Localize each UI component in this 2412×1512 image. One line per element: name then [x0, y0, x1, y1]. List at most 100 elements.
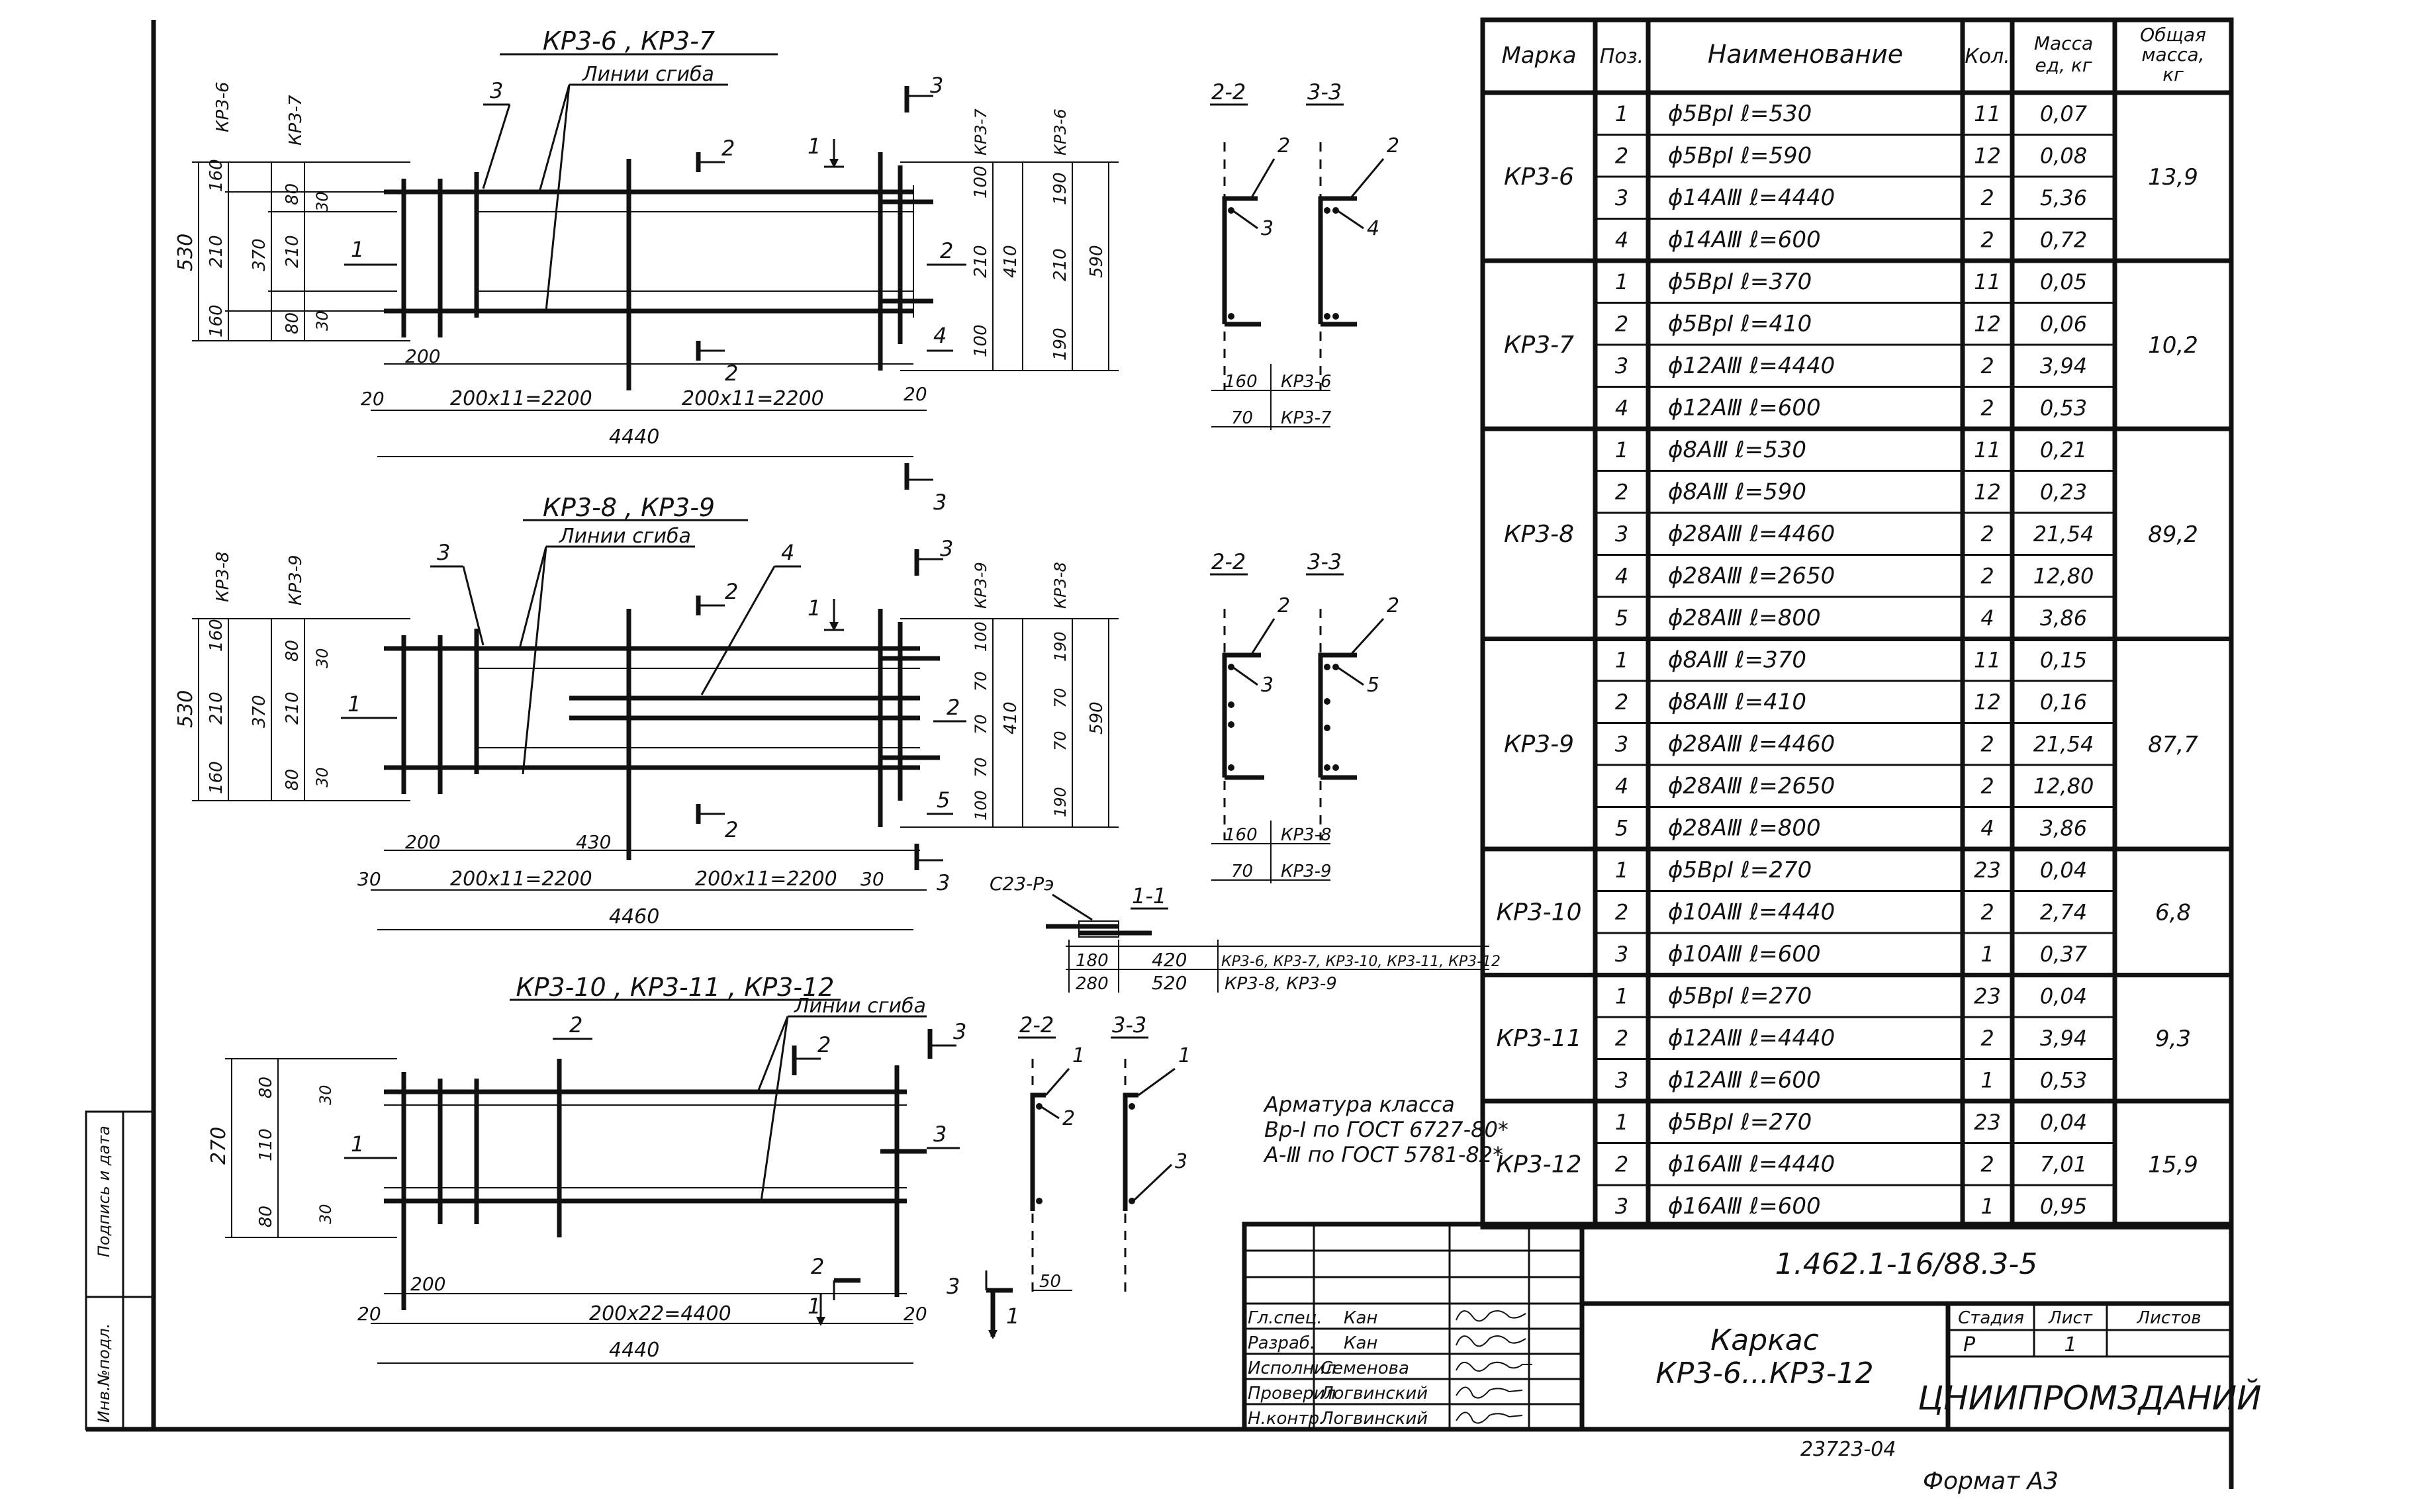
row-name: ϕ12АⅢ ℓ=4440	[1668, 353, 1835, 379]
d2-dim-r100a: 100	[972, 621, 990, 652]
sc-n2: 2	[1062, 1107, 1075, 1130]
d2-dim-4460: 4460	[609, 905, 659, 928]
row-qty: 2	[1980, 564, 1994, 589]
row-name: ϕ12АⅢ ℓ=600	[1668, 395, 1821, 422]
d3-cut3-bot: 3	[947, 1274, 960, 1299]
row-pos: 2	[1615, 1152, 1628, 1177]
row-qty: 11	[1974, 101, 2001, 126]
drawing1-title: КР3-6 , КР3-7	[543, 26, 715, 56]
d2-cut2-top: 2	[725, 579, 738, 604]
d3-dim-span: 200x22=4400	[589, 1302, 731, 1325]
row-qty: 2	[1980, 1026, 1994, 1051]
row-mass: 0,04	[2040, 858, 2087, 883]
d1-dim-r410: 410	[1001, 245, 1021, 278]
row-qty: 2	[1980, 185, 1994, 210]
d2-mark-k8: КР3-8	[213, 551, 233, 602]
row-qty: 2	[1980, 732, 1994, 757]
group-mark: КР3-10	[1497, 899, 1582, 926]
d2-dim-210b: 210	[283, 691, 302, 725]
row-mass: 0,04	[2040, 984, 2087, 1009]
d2-cut3-top: 3	[940, 536, 953, 561]
row-pos: 1	[1615, 858, 1628, 883]
row-pos: 2	[1615, 1026, 1628, 1051]
header-unit-mass: Масса	[2034, 32, 2093, 54]
row-qty: 12	[1974, 312, 2001, 337]
sa-n3: 3	[1261, 217, 1274, 240]
row-pos: 2	[1615, 312, 1628, 337]
sections: 2-2 3-3 2 3 2 4 160 70 КР3-6 КР3-7 2-2 3…	[990, 79, 1501, 1297]
row-mass: 3,94	[2040, 353, 2087, 378]
organization: ЦНИИПРОМЗДАНИЙ	[1918, 1378, 2261, 1417]
row-name: ϕ8АⅢ ℓ=590	[1668, 479, 1806, 506]
d1-dim-span2: 200x11=2200	[682, 387, 824, 410]
d1-dim-r190a: 190	[1050, 172, 1070, 205]
d1-mark-k6: КР3-6	[213, 81, 233, 132]
header-qty: Кол.	[1965, 45, 2010, 68]
row-name: ϕ8АⅢ ℓ=410	[1668, 689, 1806, 715]
sc-n1a: 1	[1072, 1044, 1085, 1067]
row-pos: 1	[1615, 984, 1628, 1009]
inventory-number: 23723-04	[1800, 1438, 1896, 1461]
drawing1-bend-label: Линии сгиба	[582, 63, 714, 86]
sc-n3: 3	[1175, 1150, 1187, 1173]
row-pos: 1	[1615, 101, 1628, 126]
sa-k7: КР3-7	[1281, 408, 1332, 428]
d3-dim-30b: 30	[316, 1204, 335, 1224]
d1-dim-20b: 20	[904, 383, 927, 405]
row-name: ϕ5ВрI ℓ=410	[1668, 311, 1812, 337]
d1-mark-r7: КР3-7	[972, 109, 990, 156]
row-pos: 2	[1615, 689, 1628, 715]
sb-n2a: 2	[1277, 594, 1290, 617]
d2-dim-r190b: 190	[1051, 787, 1070, 817]
row-mass: 2,74	[2040, 900, 2087, 925]
row-name: ϕ28АⅢ ℓ=2650	[1668, 563, 1835, 590]
row-name: ϕ14АⅢ ℓ=4440	[1668, 185, 1835, 211]
d3-dim-270: 270	[207, 1127, 230, 1165]
sb-n5: 5	[1367, 674, 1379, 697]
row-name: ϕ8АⅢ ℓ=370	[1668, 647, 1806, 674]
row-mass: 5,36	[2040, 185, 2087, 210]
sc-n1b: 1	[1178, 1044, 1191, 1067]
sb-33: 3-3	[1307, 549, 1342, 574]
row-name: ϕ16АⅢ ℓ=600	[1668, 1193, 1821, 1220]
row-qty: 23	[1974, 1110, 2001, 1135]
name-1: Кан	[1344, 1308, 1377, 1328]
row-name: ϕ10АⅢ ℓ=4440	[1668, 899, 1835, 926]
d3-dim-80a: 80	[256, 1077, 276, 1098]
d2-dim-30l: 30	[357, 868, 381, 890]
d3-dim-30a: 30	[316, 1085, 335, 1105]
row-qty: 2	[1980, 900, 1994, 925]
group-mark: КР3-7	[1504, 332, 1574, 359]
row-pos: 3	[1615, 1194, 1628, 1219]
sheet-value: 1	[2064, 1333, 2076, 1356]
header-pos: Поз.	[1600, 45, 1644, 68]
header-total-mass-2: кг	[2162, 64, 2184, 85]
left-strip: Подпись и дата Инв.№подл.	[85, 1110, 155, 1431]
row-mass: 21,54	[2033, 732, 2094, 757]
group-mark: КР3-9	[1504, 731, 1574, 758]
title-block: Гл.спец. Кан Разраб. Кан Исполнил Семено…	[1242, 1222, 2262, 1432]
d2-dim-span2: 200x11=2200	[695, 867, 837, 891]
sa-160: 160	[1225, 372, 1258, 392]
row-mass: 0,37	[2040, 942, 2088, 967]
d2-dim-r190a: 190	[1051, 631, 1070, 662]
d2-dim-r70e: 70	[1051, 731, 1070, 751]
name-2: Кан	[1344, 1333, 1377, 1353]
row-pos: 1	[1615, 1110, 1628, 1135]
d2-dim-210: 210	[207, 691, 226, 725]
strip-inventory-label: Инв.№подл.	[95, 1323, 113, 1423]
role-4: Проверил	[1248, 1384, 1336, 1403]
d1-mark-r6: КР3-6	[1051, 109, 1070, 156]
row-mass: 0,23	[2040, 480, 2087, 505]
row-pos: 3	[1615, 732, 1628, 757]
d2-dim-r70c: 70	[972, 757, 990, 778]
d2-dim-r70b: 70	[972, 714, 990, 734]
strip-signature-label: Подпись и дата	[95, 1126, 113, 1257]
drawing-kr3-10-12: КР3-10 , КР3-11 , КР3-12 Линии сгиба 2 1…	[207, 973, 1019, 1364]
d1-pos1: 1	[351, 237, 364, 262]
row-mass: 0,16	[2040, 689, 2087, 715]
row-pos: 5	[1615, 605, 1628, 631]
row-qty: 12	[1974, 689, 2001, 715]
d1-dim-530: 530	[174, 234, 197, 271]
d2-dim-r410: 410	[1001, 701, 1021, 734]
